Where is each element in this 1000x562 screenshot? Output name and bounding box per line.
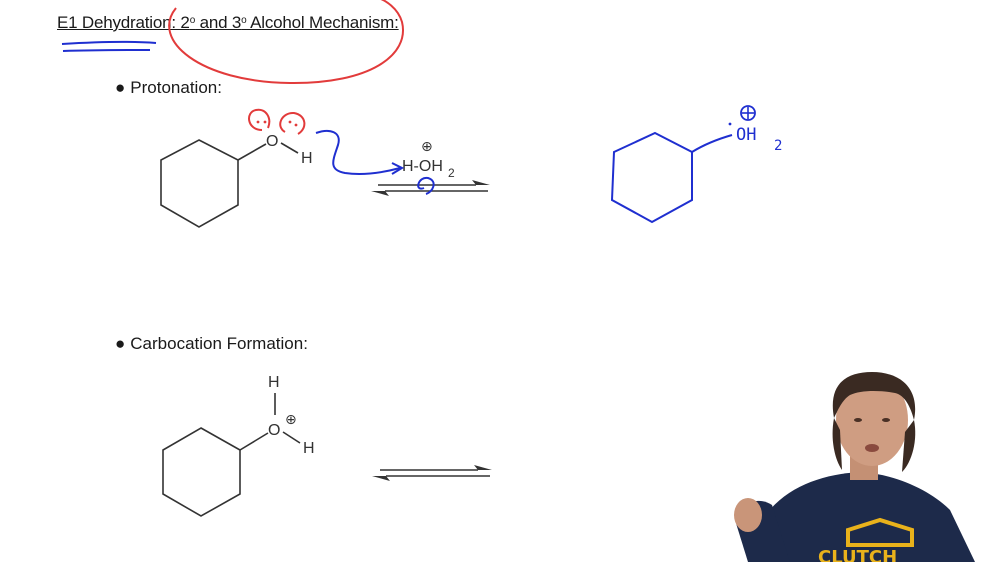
title-text-part: E1 Dehydration: 2 — [57, 13, 190, 32]
blue-underline — [61, 40, 157, 45]
bullet-label: Protonation: — [130, 78, 222, 97]
page-title: E1 Dehydration: 2o and 3o Alcohol Mechan… — [57, 13, 399, 33]
o-h-bond — [280, 142, 299, 154]
lone-pair-loop — [279, 111, 306, 135]
equilibrium-arrow — [371, 180, 490, 196]
hydrogen-atom-label: H — [301, 150, 313, 167]
positive-charge-icon: ⊕ — [421, 138, 433, 154]
cyclohexanol-structure — [160, 139, 299, 228]
bullet-dot-icon: ● — [115, 334, 126, 353]
oxygen-atom-label: O — [268, 422, 280, 439]
handdrawn-product-structure — [610, 131, 733, 224]
handwritten-oh-label: OH — [736, 125, 756, 145]
degree-mark: o — [189, 15, 196, 26]
red-ink-circle — [168, 0, 404, 85]
equilibrium-arrow — [372, 465, 492, 481]
o-h-bond-side — [282, 431, 301, 444]
hydronium-label: H-OH — [402, 158, 443, 175]
bullet-label: Carbocation Formation: — [130, 334, 308, 353]
shirt-logo-text: CLUTCH — [818, 547, 897, 562]
handdrawn-charge-icon — [740, 105, 756, 121]
bullet-dot-icon: ● — [115, 78, 126, 97]
title-text-part: Alcohol Mechanism: — [246, 13, 399, 32]
blue-loop-arrow — [417, 176, 435, 195]
oxygen-atom-label: O — [266, 133, 278, 150]
title-text-part: and 3 — [195, 13, 242, 32]
degree-mark: o — [241, 15, 247, 26]
bullet-protonation: ●Protonation: — [115, 78, 222, 98]
positive-charge-icon: ⊕ — [285, 411, 297, 427]
handwritten-subscript: 2 — [774, 138, 782, 154]
bullet-carbocation-formation: ●Carbocation Formation: — [115, 334, 308, 354]
hydrogen-atom-label: H — [268, 374, 280, 391]
blue-curved-arrow — [315, 129, 401, 176]
blue-underline — [62, 49, 151, 52]
c-o-bond — [237, 143, 267, 161]
oxonium-structure — [162, 393, 301, 517]
hydrogen-atom-label: H — [303, 440, 315, 457]
hydronium-subscript: 2 — [448, 166, 455, 180]
c-o-bond — [239, 432, 269, 451]
lone-pair-loop — [248, 108, 271, 131]
